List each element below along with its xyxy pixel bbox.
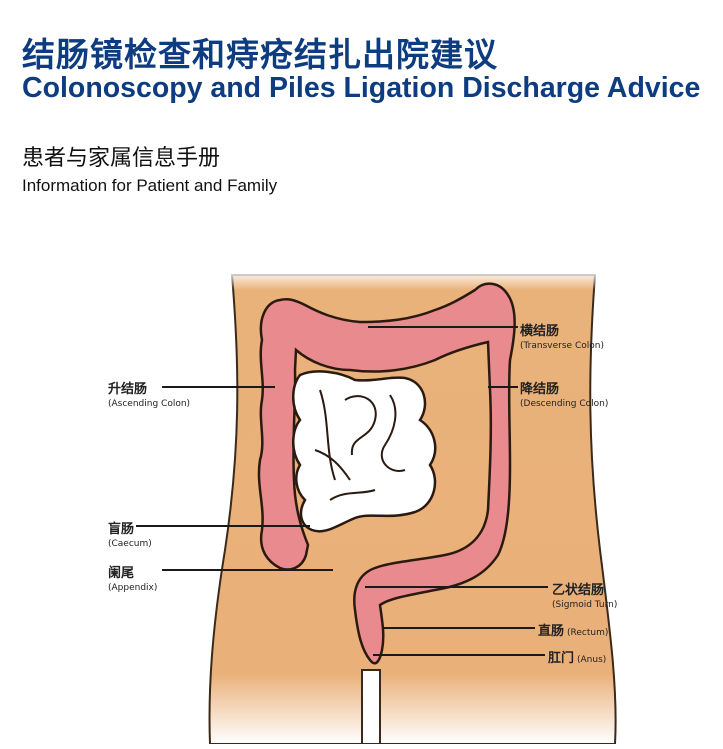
label-rectum: 直肠(Rectum) (538, 624, 609, 639)
subtitle-chinese: 患者与家属信息手册 (22, 146, 221, 171)
label-caecum: 盲肠 (Caecum) (108, 522, 152, 549)
title-english: Colonoscopy and Piles Ligation Discharge… (22, 72, 701, 104)
label-descending-colon: 降结肠 (Descending Colon) (520, 382, 609, 409)
label-appendix: 阑尾 (Appendix) (108, 566, 158, 593)
label-anus: 肛门(Anus) (548, 651, 607, 666)
colon-anatomy-diagram: 横结肠 (Transverse Colon) 升结肠 (Ascending Co… (90, 250, 650, 745)
label-ascending-colon: 升结肠 (Ascending Colon) (108, 382, 191, 409)
anatomy-illustration (136, 270, 617, 745)
subtitle-english: Information for Patient and Family (22, 176, 278, 195)
label-transverse-colon: 横结肠 (Transverse Colon) (520, 324, 604, 351)
label-sigmoid: 乙状结肠 (Sigmoid Turn) (552, 583, 618, 610)
title-chinese: 结肠镜检查和痔疮结扎出院建议 (22, 35, 498, 74)
